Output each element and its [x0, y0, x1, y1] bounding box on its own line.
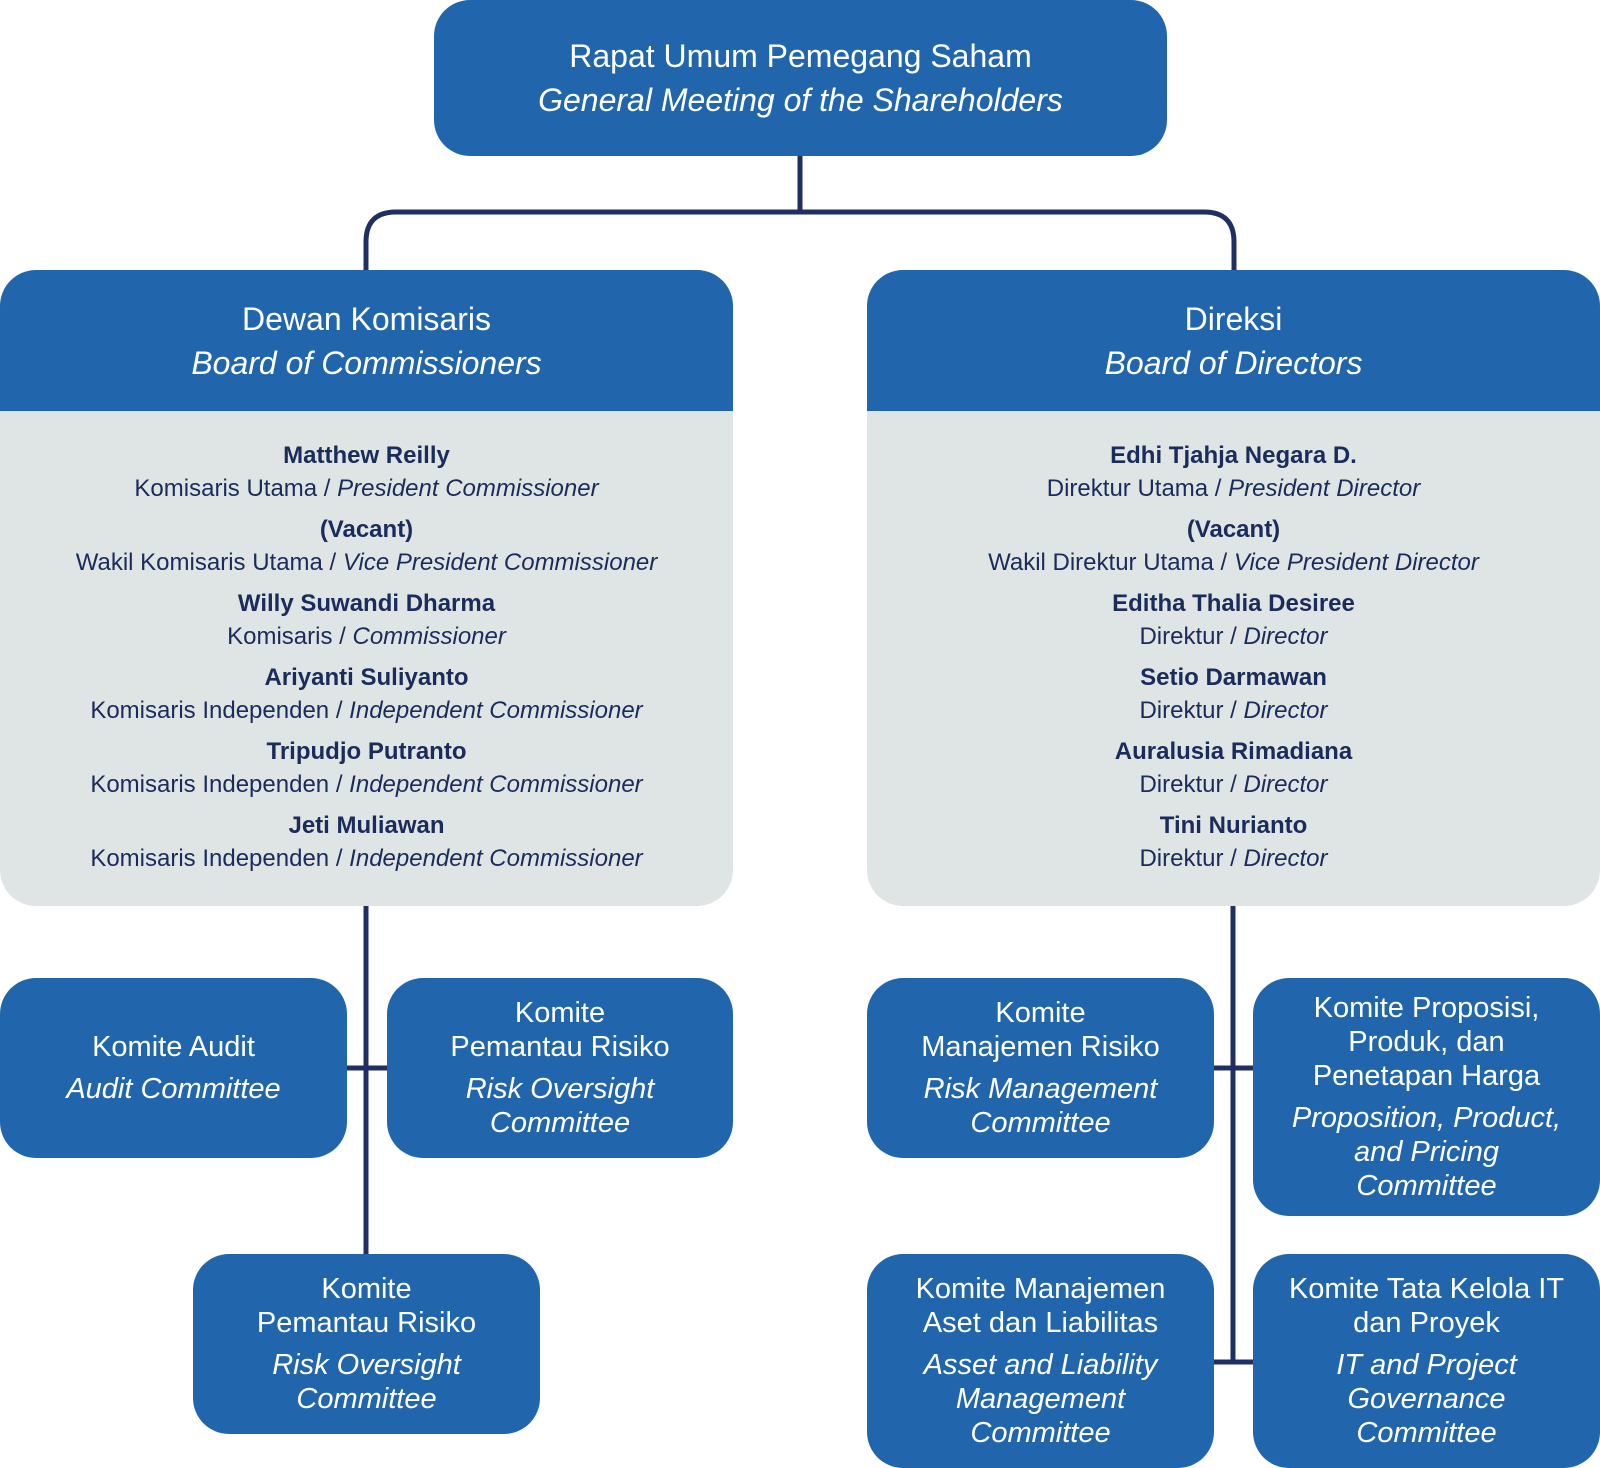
bod-member: Edhi Tjahja Negara D. Direktur Utama / P… [867, 439, 1600, 513]
committee-name-id: Komite Pemantau Risiko [256, 1273, 477, 1339]
member-name: Jeti Muliawan [288, 812, 445, 839]
member-name: Setio Darmawan [1140, 664, 1327, 691]
committee-name-id: Komite Manajemen Risiko [921, 997, 1160, 1063]
asset-liability-committee-box: Komite Manajemen Aset dan Liabilitas Ass… [867, 1254, 1214, 1468]
committee-name-id: Komite Manajemen Aset dan Liabilitas [915, 1273, 1166, 1339]
proposition-product-pricing-committee-box: Komite Proposisi, Produk, dan Penetapan … [1253, 978, 1600, 1216]
member-name: (Vacant) [319, 516, 414, 543]
role-id: Direktur [1139, 771, 1224, 798]
boc-title: Dewan Komisaris [242, 300, 491, 337]
role-en: Director [1243, 697, 1328, 724]
committee-name-id: Komite Tata Kelola IT dan Proyek [1288, 1273, 1565, 1339]
it-project-governance-committee-box: Komite Tata Kelola IT dan Proyek IT and … [1253, 1254, 1600, 1468]
role-id: Direktur Utama [1046, 475, 1209, 502]
member-name: Matthew Reilly [283, 442, 450, 469]
bod-member-list: Edhi Tjahja Negara D. Direktur Utama / P… [867, 411, 1600, 883]
risk-oversight-committee-box: Komite Pemantau Risiko Risk Oversight Co… [387, 978, 733, 1158]
member-role: Direktur / Director [1139, 623, 1328, 650]
committee-name-id: Komite Audit [92, 1031, 255, 1063]
member-name: Editha Thalia Desiree [1112, 590, 1355, 617]
committee-name-en: Audit Committee [66, 1073, 281, 1105]
role-en: President Commissioner [337, 475, 599, 502]
bod-member: Tini Nurianto Direktur / Director [867, 809, 1600, 883]
role-id: Direktur [1139, 845, 1224, 872]
boc-member: Ariyanti Suliyanto Komisaris Independen … [0, 661, 733, 735]
member-role: Komisaris Independen / Independent Commi… [90, 771, 643, 798]
role-id: Direktur [1139, 623, 1224, 650]
role-id: Komisaris Independen [90, 845, 330, 872]
member-role: Direktur / Director [1139, 697, 1328, 724]
member-name: (Vacant) [1186, 516, 1281, 543]
bod-member: Auralusia Rimadiana Direktur / Director [867, 735, 1600, 809]
bod-member: Setio Darmawan Direktur / Director [867, 661, 1600, 735]
role-en: Director [1243, 623, 1328, 650]
boc-subtitle: Board of Commissioners [191, 344, 542, 381]
board-of-directors-panel: Direksi Board of Directors Edhi Tjahja N… [867, 270, 1600, 906]
boc-member: (Vacant) Wakil Komisaris Utama / Vice Pr… [0, 513, 733, 587]
role-en: President Director [1228, 475, 1421, 502]
gms-title: Rapat Umum Pemegang Saham [569, 38, 1032, 74]
role-id: Wakil Direktur Utama [988, 549, 1214, 576]
boc-member: Jeti Muliawan Komisaris Independen / Ind… [0, 809, 733, 883]
boc-header: Dewan Komisaris Board of Commissioners [0, 270, 733, 411]
boc-member: Willy Suwandi Dharma Komisaris / Commiss… [0, 587, 733, 661]
committee-name-id: Komite Proposisi, Produk, dan Penetapan … [1312, 992, 1541, 1092]
role-en: Independent Commissioner [349, 771, 643, 798]
role-id: Komisaris Independen [90, 697, 330, 724]
member-name: Edhi Tjahja Negara D. [1110, 442, 1357, 469]
role-id: Direktur [1139, 697, 1224, 724]
boc-member-list: Matthew Reilly Komisaris Utama / Preside… [0, 411, 733, 883]
bod-subtitle: Board of Directors [1104, 344, 1363, 381]
member-role: Komisaris Independen / Independent Commi… [90, 845, 643, 872]
role-id: Komisaris [227, 623, 333, 650]
member-role: Komisaris Utama / President Commissioner [134, 475, 599, 502]
member-name: Willy Suwandi Dharma [237, 590, 496, 617]
committee-name-en: Risk Oversight Committee [465, 1073, 655, 1139]
boc-member: Tripudjo Putranto Komisaris Independen /… [0, 735, 733, 809]
role-en: Commissioner [352, 623, 506, 650]
gms-box: Rapat Umum Pemegang Saham General Meetin… [434, 0, 1167, 156]
committee-name-en: Asset and Liability Management Committee [923, 1349, 1158, 1449]
member-role: Wakil Komisaris Utama / Vice President C… [75, 549, 658, 576]
bod-title: Direksi [1184, 300, 1283, 337]
member-role: Direktur / Director [1139, 845, 1328, 872]
committee-name-en: IT and Project Governance Committee [1336, 1349, 1517, 1449]
bod-member: Editha Thalia Desiree Direktur / Directo… [867, 587, 1600, 661]
member-role: Direktur / Director [1139, 771, 1328, 798]
member-role: Direktur Utama / President Director [1046, 475, 1421, 502]
bod-member: (Vacant) Wakil Direktur Utama / Vice Pre… [867, 513, 1600, 587]
member-name: Tripudjo Putranto [266, 738, 467, 765]
committee-name-en: Risk Oversight Committee [272, 1349, 461, 1415]
committee-name-en: Risk Management Committee [923, 1073, 1158, 1139]
board-of-commissioners-panel: Dewan Komisaris Board of Commissioners M… [0, 270, 733, 906]
committee-name-id: Komite Pemantau Risiko [450, 997, 670, 1063]
role-en: Vice President Commissioner [342, 549, 658, 576]
risk-oversight-committee-box-2: Komite Pemantau Risiko Risk Oversight Co… [193, 1254, 540, 1434]
member-role: Komisaris / Commissioner [227, 623, 506, 650]
role-en: Independent Commissioner [349, 845, 643, 872]
member-name: Ariyanti Suliyanto [264, 664, 469, 691]
bod-header: Direksi Board of Directors [867, 270, 1600, 411]
role-id: Komisaris Utama [134, 475, 318, 502]
risk-management-committee-box: Komite Manajemen Risiko Risk Management … [867, 978, 1214, 1158]
role-en: Director [1243, 845, 1328, 872]
member-name: Tini Nurianto [1159, 812, 1308, 839]
role-en: Director [1243, 771, 1328, 798]
role-id: Komisaris Independen [90, 771, 330, 798]
gms-subtitle: General Meeting of the Shareholders [538, 82, 1063, 118]
member-role: Komisaris Independen / Independent Commi… [90, 697, 643, 724]
audit-committee-box: Komite Audit Audit Committee [0, 978, 347, 1158]
role-en: Vice President Director [1233, 549, 1479, 576]
role-en: Independent Commissioner [349, 697, 643, 724]
member-role: Wakil Direktur Utama / Vice President Di… [988, 549, 1479, 576]
member-name: Auralusia Rimadiana [1114, 738, 1353, 765]
committee-name-en: Proposition, Product, and Pricing Commit… [1291, 1102, 1562, 1202]
boc-member: Matthew Reilly Komisaris Utama / Preside… [0, 439, 733, 513]
role-id: Wakil Komisaris Utama [75, 549, 323, 576]
